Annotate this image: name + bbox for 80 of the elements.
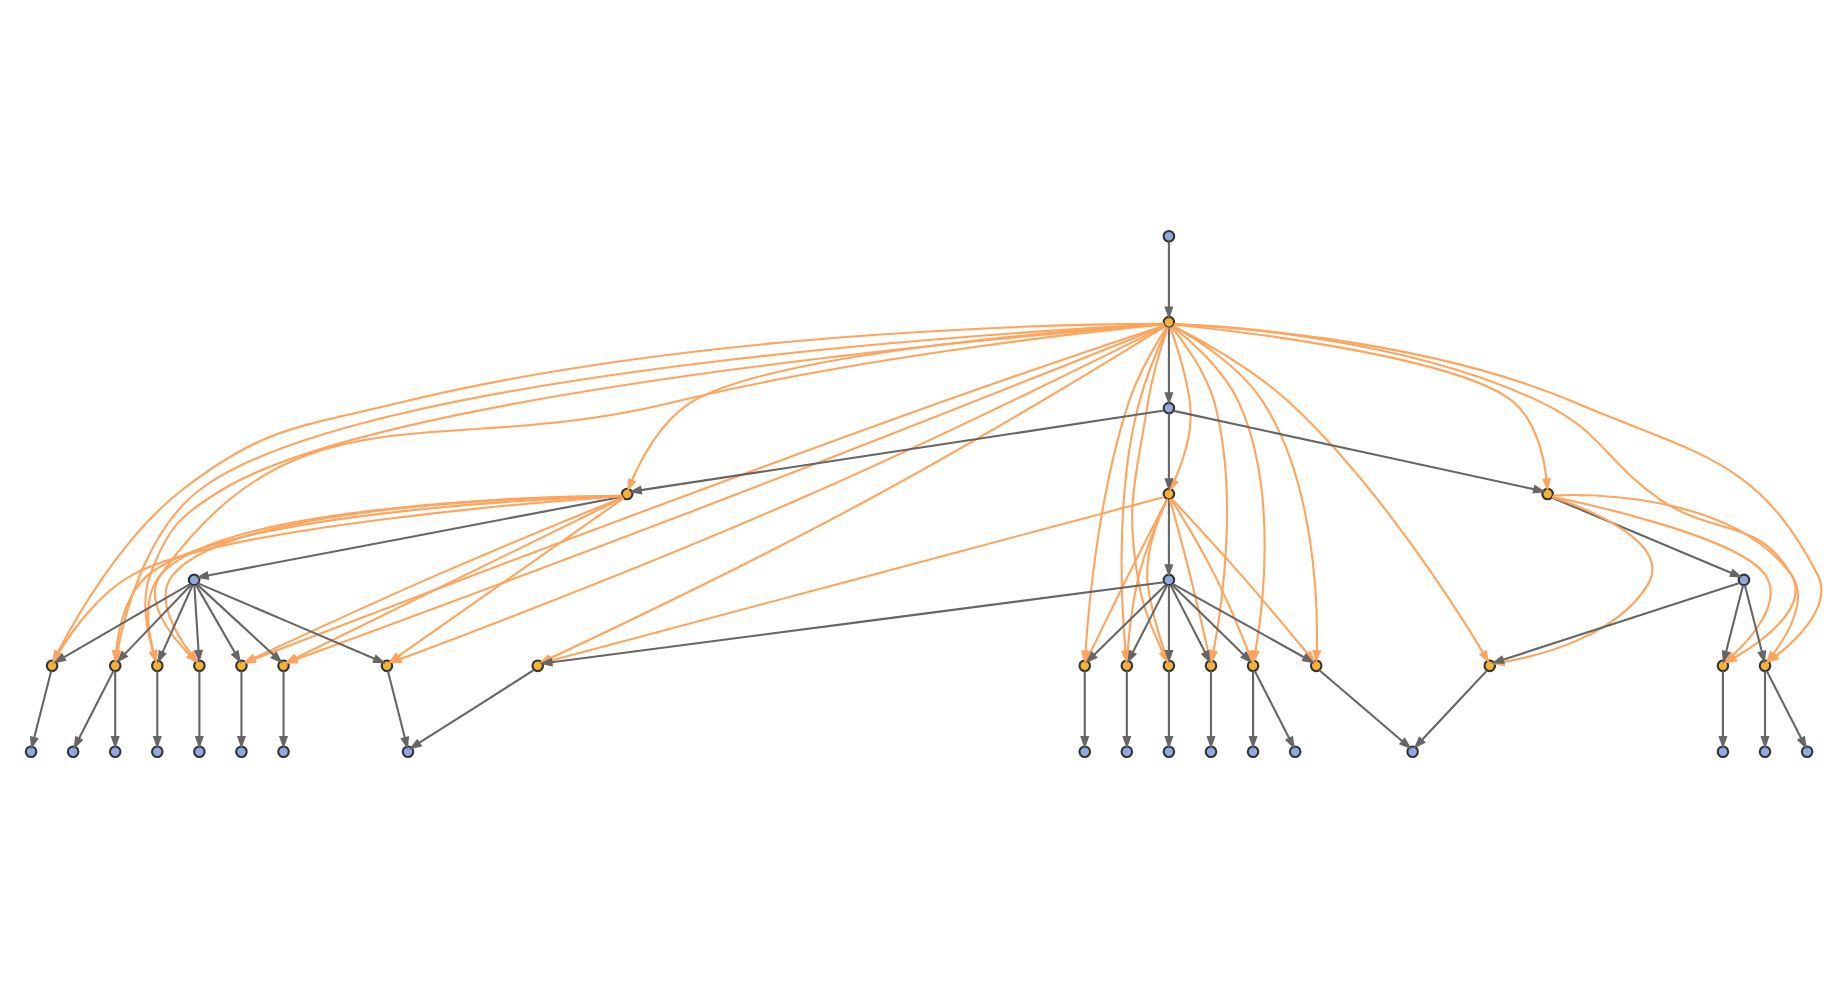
- arrow: [29, 670, 53, 750]
- node-circle: [1162, 315, 1176, 329]
- node-circle: [277, 745, 290, 759]
- arrow: [408, 669, 535, 750]
- arrow: [1248, 671, 1258, 749]
- node-circle: [1246, 659, 1260, 673]
- node-circle: [66, 745, 80, 759]
- arrow: [1164, 585, 1174, 664]
- arrow: [195, 584, 242, 664]
- arrow: [116, 584, 192, 663]
- node-circle: [1406, 745, 1419, 759]
- arrow: [73, 670, 115, 750]
- node-circle: [1120, 745, 1134, 759]
- arrow: [1718, 671, 1728, 749]
- node-circle: [1483, 659, 1497, 673]
- node-circle: [1737, 573, 1751, 587]
- node-circle: [1758, 659, 1772, 673]
- arrow: [110, 671, 120, 749]
- node-circle: [1162, 573, 1176, 587]
- arrow: [628, 409, 1165, 495]
- node-circle: [1246, 745, 1260, 759]
- arrow: [1164, 413, 1174, 492]
- node-circle: [1716, 659, 1730, 673]
- node-circle: [1162, 487, 1176, 501]
- node-circle: [1541, 487, 1554, 501]
- arrow: [627, 323, 1165, 492]
- node-circle: [1078, 659, 1092, 673]
- node-circle: [1162, 745, 1176, 759]
- node-circle: [1800, 745, 1814, 759]
- arrow: [1318, 669, 1412, 750]
- arrow: [236, 671, 246, 749]
- arrow: [386, 670, 410, 750]
- node-circle: [151, 659, 164, 673]
- arrow: [1164, 671, 1174, 749]
- node-circle: [45, 659, 59, 673]
- arrow: [1413, 670, 1488, 749]
- node-circle: [401, 745, 415, 759]
- node-circle: [1204, 659, 1218, 673]
- arrow: [1122, 671, 1132, 749]
- arrow: [194, 671, 204, 749]
- arrow: [152, 671, 162, 749]
- node-circle: [193, 659, 206, 673]
- arrow: [1551, 496, 1743, 578]
- node-circle: [1078, 745, 1092, 759]
- node-circle: [277, 659, 290, 673]
- node-circle: [1716, 745, 1730, 759]
- node-circle: [1162, 229, 1176, 243]
- node-circle: [235, 659, 248, 673]
- arrow: [1080, 671, 1090, 749]
- arrow: [278, 671, 289, 749]
- arrow: [157, 584, 194, 664]
- node-circle: [108, 659, 122, 673]
- node-circle: [187, 573, 201, 587]
- node-circle: [1758, 745, 1772, 759]
- node-circle: [193, 745, 206, 759]
- arrow: [1760, 671, 1770, 749]
- arrow: [1164, 499, 1174, 578]
- arrow: [1765, 670, 1807, 750]
- node-circle: [380, 659, 394, 673]
- node-circle: [1162, 659, 1176, 673]
- node-circle: [24, 745, 38, 759]
- node-circle: [531, 659, 545, 673]
- node-circle: [1162, 401, 1176, 415]
- node-circle: [1120, 659, 1134, 673]
- arrow: [1206, 671, 1216, 749]
- node-circle: [108, 745, 122, 759]
- arrow: [1164, 241, 1174, 320]
- node-circle: [1204, 745, 1218, 759]
- arrow: [195, 495, 623, 580]
- arrow: [1743, 584, 1767, 664]
- arrow: [1164, 327, 1174, 406]
- arrow: [193, 585, 203, 664]
- arrow: [1173, 323, 1551, 492]
- arrow: [1253, 670, 1295, 750]
- arrow: [1173, 409, 1547, 494]
- node-circle: [620, 487, 634, 501]
- node-circle: [151, 745, 164, 759]
- node-circle: [1309, 659, 1323, 673]
- node-circle: [235, 745, 248, 759]
- node-circle: [1288, 745, 1302, 759]
